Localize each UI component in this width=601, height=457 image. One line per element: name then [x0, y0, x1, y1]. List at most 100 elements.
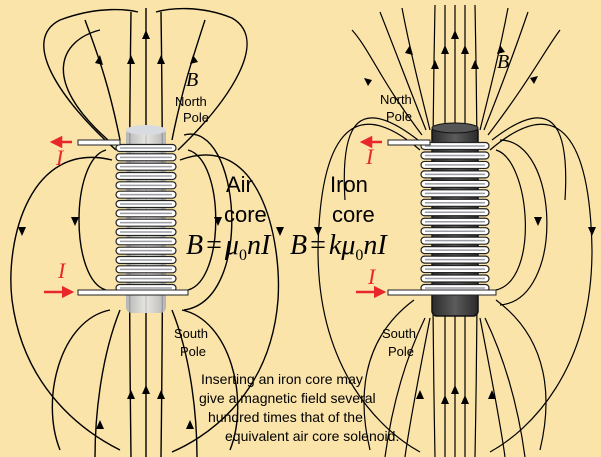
field-line — [343, 117, 419, 201]
north-pole-label-1: North — [175, 94, 207, 109]
formula-eq: = — [206, 230, 222, 261]
arrow-up — [441, 395, 449, 404]
formula-mu: μ — [224, 230, 239, 261]
right-field-arrows — [314, 30, 596, 404]
arrow-up — [405, 45, 413, 55]
formula-lhs: B — [186, 230, 203, 261]
arrow-up — [431, 60, 439, 69]
north-pole-label-1: North — [380, 92, 412, 107]
arrow-down — [276, 227, 284, 236]
right-lead-wires — [387, 139, 497, 296]
caption-line-4: equivalent air core solenoid. — [225, 428, 399, 444]
caption-line-2: give a magnetic field several — [199, 390, 376, 406]
south-pole-label-1: South — [382, 326, 416, 341]
lead-wire-top — [387, 139, 431, 146]
arrow-up — [416, 390, 424, 399]
field-line — [479, 317, 506, 457]
lead-wire-bottom — [77, 289, 189, 296]
arrow-up — [186, 420, 194, 429]
formula-eq: = — [310, 230, 326, 261]
arrow-up — [488, 390, 496, 399]
caption: Inserting an iron core may give a magnet… — [199, 371, 399, 444]
arrow-up — [190, 55, 198, 64]
field-line — [171, 309, 198, 457]
arrow-up — [451, 385, 459, 394]
field-line — [495, 149, 526, 291]
air-core-top — [126, 125, 166, 135]
arrow-up — [157, 55, 165, 64]
arrow-down — [314, 227, 322, 236]
field-line — [499, 139, 548, 306]
arrow-right — [530, 76, 538, 84]
right-current-arrows — [356, 135, 387, 299]
current-label-bottom: I — [367, 264, 377, 289]
arrow-up — [497, 45, 505, 54]
formula-mu: μ — [340, 230, 355, 261]
arrow-up — [451, 30, 459, 39]
field-label: B — [497, 51, 509, 73]
field-line — [171, 19, 206, 141]
arrow-down — [214, 217, 222, 226]
air-core-formula: B=μ0nI — [186, 230, 272, 264]
formula-sub: 0 — [239, 247, 247, 264]
field-line — [351, 29, 423, 136]
field-line — [487, 29, 561, 136]
arrow-down — [534, 217, 542, 226]
field-line — [10, 156, 121, 451]
arrow-down — [588, 227, 596, 236]
arrow-up — [95, 55, 103, 65]
north-pole-label-2: Pole — [183, 110, 209, 125]
field-line — [363, 299, 415, 451]
field-line — [94, 309, 121, 457]
caption-line-1: Inserting an iron core may — [201, 371, 363, 387]
core-label-2: core — [332, 202, 375, 227]
left-lead-wires — [77, 139, 189, 296]
field-line — [404, 317, 431, 457]
arrow-up — [96, 420, 104, 429]
iron-core-formula: B=kμ0nI — [290, 230, 388, 264]
field-line — [384, 317, 426, 457]
north-pole-label-2: Pole — [386, 109, 412, 124]
arrow-up — [157, 390, 165, 399]
field-line — [78, 149, 107, 291]
arrow-down — [71, 217, 79, 226]
field-line — [317, 123, 421, 453]
formula-rest: nI — [247, 230, 272, 261]
arrow-left — [364, 78, 372, 86]
right-coil — [420, 141, 490, 293]
south-pole-label-2: Pole — [180, 344, 206, 359]
lead-wire-top — [77, 139, 121, 146]
field-line — [379, 11, 427, 131]
arrow-up — [471, 60, 479, 69]
south-pole-label-1: South — [174, 326, 208, 341]
arrow-up — [127, 390, 135, 399]
arrow-up — [142, 30, 150, 39]
formula-sub: 0 — [355, 247, 363, 264]
lead-wire-bottom — [387, 289, 497, 296]
field-line — [181, 309, 239, 451]
field-line — [401, 7, 431, 131]
field-line — [489, 123, 593, 453]
field-line — [495, 299, 547, 451]
arrow-up — [441, 45, 449, 54]
field-line — [155, 7, 248, 151]
left-coil — [115, 143, 177, 293]
field-line — [483, 11, 529, 131]
south-pole-label-2: Pole — [388, 344, 414, 359]
current-label-top: I — [365, 144, 375, 169]
formula-k: k — [329, 230, 342, 261]
core-label-1: Iron — [330, 172, 368, 197]
left-current-arrows — [44, 135, 75, 299]
field-line — [484, 317, 526, 457]
field-line — [62, 29, 109, 141]
arrow-up — [461, 395, 469, 404]
field-line — [171, 154, 280, 453]
arrow-up — [127, 55, 135, 64]
current-label-top: I — [55, 145, 65, 170]
formula-rest: nI — [363, 230, 388, 261]
current-label-bottom: I — [57, 258, 67, 283]
caption-line-3: hundred times that of the — [208, 409, 363, 425]
